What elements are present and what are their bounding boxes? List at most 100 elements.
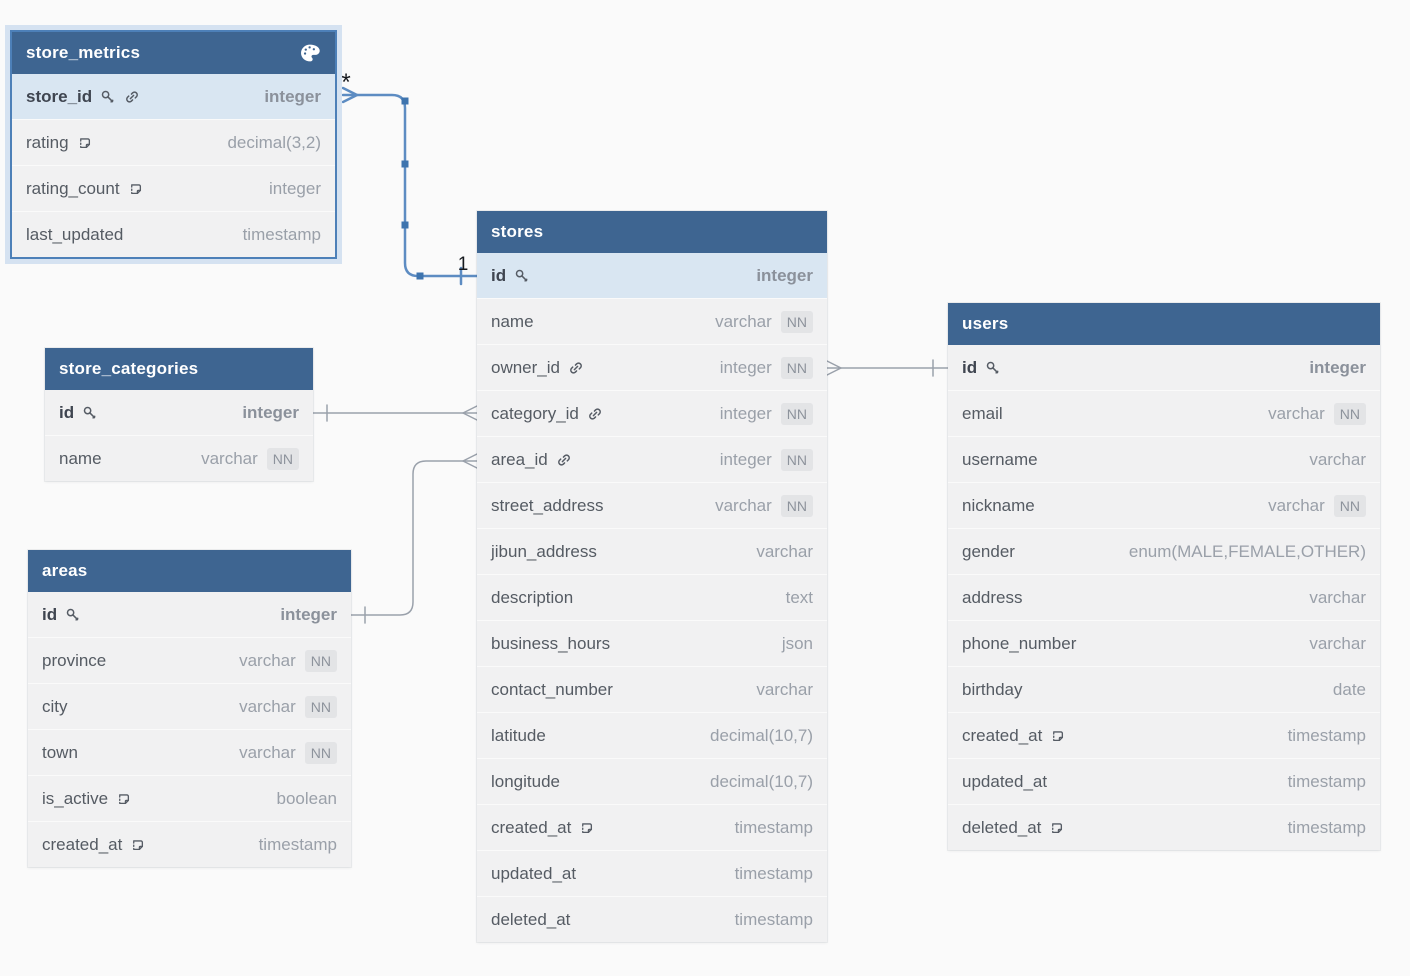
column-name: nickname [962, 495, 1035, 515]
note-icon [1050, 728, 1066, 744]
cardinality-label: * [341, 69, 350, 96]
edge-waypoint-handle[interactable] [401, 160, 409, 168]
table-header-users[interactable]: users [948, 303, 1380, 345]
table-header-stores[interactable]: stores [477, 211, 827, 253]
column-name: town [42, 742, 78, 762]
note-icon [579, 820, 595, 836]
column-name: contact_number [491, 679, 613, 699]
table-header-areas[interactable]: areas [28, 550, 351, 592]
relationship-store_categories-stores[interactable] [312, 404, 478, 422]
relationship-areas-stores[interactable] [350, 453, 478, 624]
column-row-users-phone_number[interactable]: phone_number varchar [948, 620, 1380, 666]
column-type: decimal(10,7) [710, 725, 813, 745]
column-name: updated_at [491, 863, 577, 883]
edge-waypoint-handle[interactable] [401, 221, 409, 229]
column-type: enum(MALE,FEMALE,OTHER) [1128, 541, 1366, 561]
column-type: timestamp [1287, 771, 1366, 791]
column-type: decimal(3,2) [227, 132, 321, 152]
column-type: varchar [1309, 587, 1366, 607]
column-type: varchar [1309, 633, 1366, 653]
column-type: integer [719, 449, 772, 469]
column-name: last_updated [26, 224, 124, 244]
not-null-badge: NN [304, 649, 337, 672]
palette-icon[interactable] [299, 42, 321, 64]
primary-key-icon [82, 405, 98, 421]
table-title: users [962, 314, 1009, 333]
column-type: integer [242, 402, 299, 422]
foreign-key-icon [568, 360, 584, 376]
column-type: decimal(10,7) [710, 771, 813, 791]
table-title: areas [42, 561, 88, 580]
note-icon [77, 135, 93, 151]
crowfoot-many-marker [826, 360, 842, 376]
column-type: integer [719, 403, 772, 423]
primary-key-icon [100, 89, 116, 105]
column-type: varchar [201, 448, 258, 468]
column-name: email [962, 403, 1003, 423]
column-name: birthday [962, 679, 1023, 699]
edge-waypoint-handle[interactable] [416, 272, 424, 280]
relationship-store_metrics-stores[interactable]: *1 [341, 69, 479, 286]
table-header-store_metrics[interactable]: store_metrics [12, 32, 335, 74]
column-name: created_at [491, 817, 572, 837]
column-type: varchar [239, 742, 296, 762]
edge-waypoint-handle[interactable] [401, 97, 409, 105]
column-name: username [962, 449, 1038, 469]
relationship-line[interactable] [350, 460, 478, 616]
foreign-key-icon [556, 452, 572, 468]
column-name: store_id [26, 86, 93, 106]
column-row-stores-longitude[interactable]: longitude decimal(10,7) [477, 758, 827, 804]
relationship-line[interactable] [341, 93, 479, 278]
column-name: phone_number [962, 633, 1077, 653]
table-header-store_categories[interactable]: store_categories [45, 348, 313, 390]
crowfoot-many-marker [341, 86, 359, 104]
relationship-stores-users[interactable] [826, 359, 949, 377]
column-name: longitude [491, 771, 561, 791]
column-name: street_address [491, 495, 604, 515]
column-name: category_id [491, 403, 579, 423]
column-name: id [491, 265, 507, 285]
